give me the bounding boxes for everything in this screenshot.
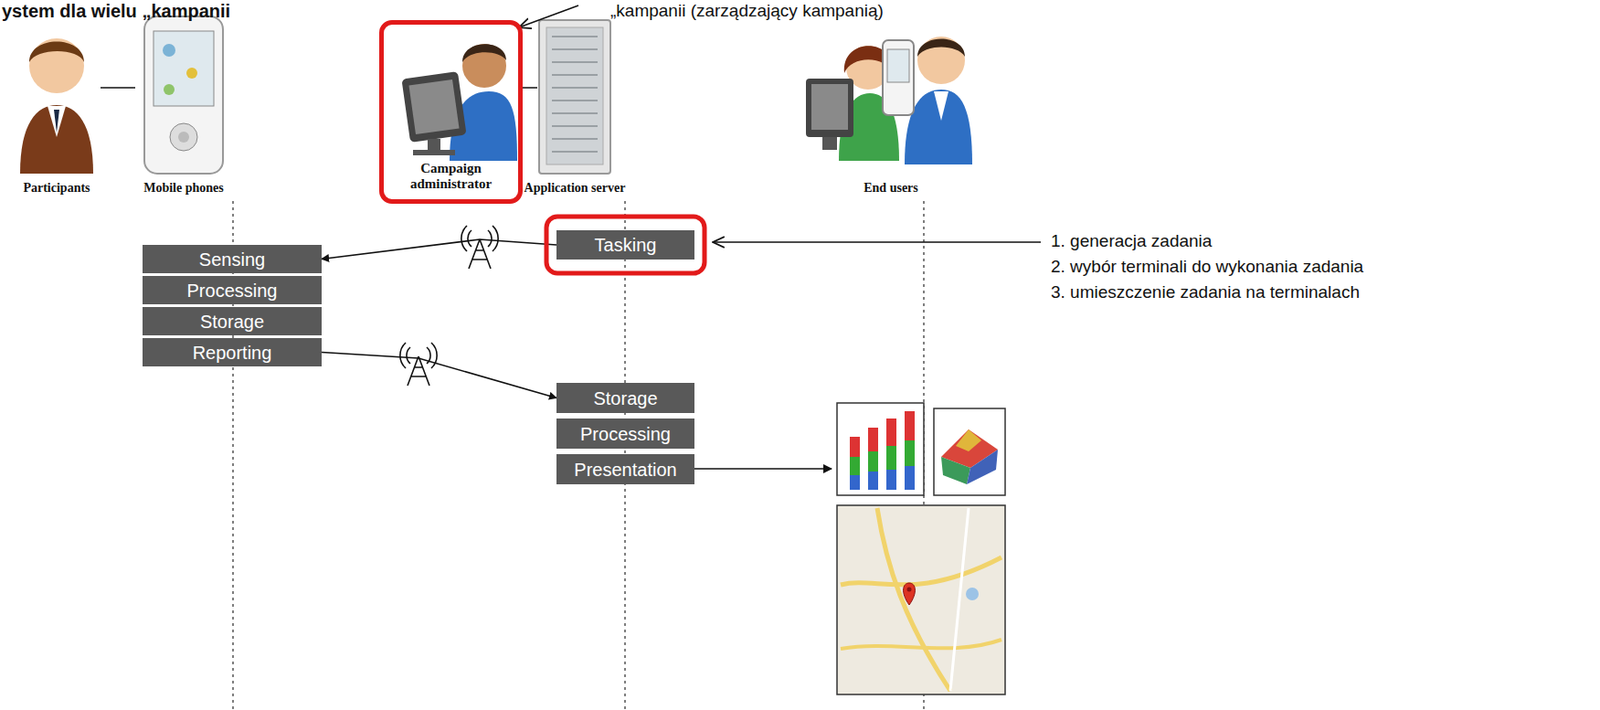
step-label: Processing bbox=[187, 280, 278, 301]
process-box: Reporting bbox=[142, 338, 322, 367]
participant-icon bbox=[20, 38, 94, 174]
antenna-symbol bbox=[400, 225, 499, 386]
annotation: „kampanii (zarządzający kampanią) bbox=[610, 0, 884, 22]
surface-chart-image bbox=[933, 408, 1006, 496]
output-arrow bbox=[694, 467, 832, 470]
process-box: Processing bbox=[556, 418, 695, 449]
highlight-frame bbox=[546, 216, 705, 274]
pointer-arrow bbox=[712, 241, 1041, 243]
actor-label: Mobile phones bbox=[143, 180, 224, 196]
actor-label: Participants bbox=[22, 180, 90, 196]
process-box: Sensing bbox=[142, 244, 322, 274]
process-box: Tasking bbox=[556, 230, 695, 260]
slide-title: ystem dla wielu „kampanii bbox=[1, 0, 231, 22]
administrator-icon bbox=[401, 43, 518, 161]
process-box: Storage bbox=[142, 307, 322, 336]
step-label: Presentation bbox=[573, 459, 677, 480]
server-icon bbox=[539, 20, 611, 174]
process-box: Presentation bbox=[556, 454, 695, 485]
step-label: Storage bbox=[200, 311, 265, 332]
actor-label: End users bbox=[863, 180, 919, 196]
step-note: 1. generacja zadania bbox=[1050, 231, 1212, 252]
pointer-arrow bbox=[519, 5, 579, 28]
connector-arrow bbox=[321, 352, 557, 399]
highlight-frame: Campaign administrator bbox=[379, 20, 523, 204]
actor-label: Application server bbox=[524, 180, 626, 196]
lifeline bbox=[233, 201, 924, 710]
process-box: Processing bbox=[142, 275, 322, 305]
step-label: Storage bbox=[593, 388, 657, 409]
end-users-icon bbox=[805, 36, 973, 165]
bar-chart-image bbox=[837, 402, 924, 496]
step-note: 2. wybór terminali do wykonania zadania bbox=[1050, 256, 1364, 277]
step-label: Tasking bbox=[594, 234, 657, 255]
step-label: Reporting bbox=[192, 342, 273, 363]
step-label: Sensing bbox=[199, 249, 265, 270]
mobile-phone-icon bbox=[144, 16, 223, 174]
map-image bbox=[837, 505, 1006, 695]
process-box: Storage bbox=[556, 382, 695, 414]
step-label: Processing bbox=[580, 423, 671, 445]
connector-arrow bbox=[321, 239, 557, 260]
role-label: Campaign administrator bbox=[401, 160, 502, 193]
step-note: 3. umieszczenie zadania na terminalach bbox=[1050, 282, 1360, 303]
